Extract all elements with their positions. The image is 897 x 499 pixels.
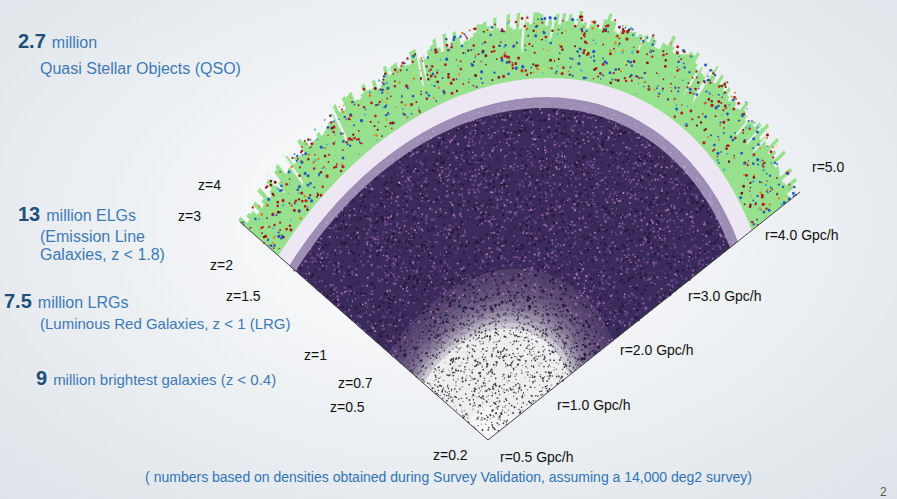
axis-label: z=2 (210, 257, 233, 273)
target-description: million brightest galaxies (z < 0.4) (53, 371, 276, 388)
count-number: 9 (36, 367, 47, 389)
axis-label: r=5.0 (812, 159, 844, 175)
label-row: z=2 (210, 256, 233, 274)
target-description: million (52, 34, 97, 51)
qso-dots (254, 16, 797, 247)
axis-label: z=0.7 (338, 375, 373, 391)
label-row: z=0.2 (433, 446, 468, 464)
axis-label: z=0.5 (330, 399, 365, 415)
target-description: (Luminous Red Galaxies, z < 1 (LRG) (40, 315, 291, 332)
axis-label: z=0.2 (433, 447, 468, 463)
axis-label: r=4.0 Gpc/h (765, 227, 839, 243)
label-row: (Luminous Red Galaxies, z < 1 (LRG) (40, 315, 291, 333)
label-row: r=3.0 Gpc/h (688, 287, 762, 305)
label-row: 9 million brightest galaxies (z < 0.4) (36, 367, 276, 390)
label-row: z=1.5 (226, 287, 261, 305)
label-row: 2 (880, 482, 887, 499)
label-row: z=1 (304, 346, 327, 364)
count-number: 2.7 (18, 30, 46, 52)
qso-gaps (266, 3, 777, 193)
qso-dots (265, 25, 786, 241)
qso-dots (243, 19, 784, 248)
axis-label: z=1 (304, 347, 327, 363)
label-row: Quasi Stellar Objects (QSO) (40, 60, 241, 78)
label-row: 13 million ELGs (18, 203, 136, 226)
count-number: 7.5 (4, 290, 32, 312)
caption-line: ( numbers based on densities obtained du… (0, 468, 897, 486)
label-row: r=4.0 Gpc/h (765, 226, 839, 244)
label-row: r=5.0 (812, 158, 844, 176)
qso-dots (258, 20, 790, 244)
label-row: z=0.5 (330, 398, 365, 416)
target-description: million ELGs (46, 207, 136, 224)
qso-spikes (238, 11, 797, 237)
axis-label: z=1.5 (226, 288, 261, 304)
target-description: (Emission Line Galaxies, z < 1.8) (40, 228, 165, 263)
axis-label: r=2.0 Gpc/h (620, 342, 694, 358)
label-row: 7.5 million LRGs (4, 290, 129, 313)
label-row: r=1.0 Gpc/h (557, 396, 631, 414)
axis-label: z=4 (198, 177, 221, 193)
qso-dots (242, 15, 778, 249)
distance-axis (488, 192, 800, 440)
page-number: 2 (880, 485, 887, 499)
target-description: Quasi Stellar Objects (QSO) (40, 60, 241, 77)
label-row: r=2.0 Gpc/h (620, 341, 694, 359)
label-row: z=4 (198, 176, 221, 194)
target-description: million LRGs (38, 294, 129, 311)
caption-text: ( numbers based on densities obtained du… (145, 469, 752, 485)
label-row: (Emission Line Galaxies, z < 1.8) (40, 228, 200, 264)
axis-label: r=0.5 Gpc/h (500, 449, 574, 465)
label-row: z=0.7 (338, 374, 373, 392)
label-row: z=3 (178, 207, 201, 225)
axis-label: r=1.0 Gpc/h (557, 397, 631, 413)
label-row: 2.7 million (18, 30, 97, 53)
axis-label: z=3 (178, 208, 201, 224)
axis-label: r=3.0 Gpc/h (688, 288, 762, 304)
label-row: r=0.5 Gpc/h (500, 448, 574, 466)
qso-dots (249, 15, 790, 249)
count-number: 13 (18, 203, 40, 225)
